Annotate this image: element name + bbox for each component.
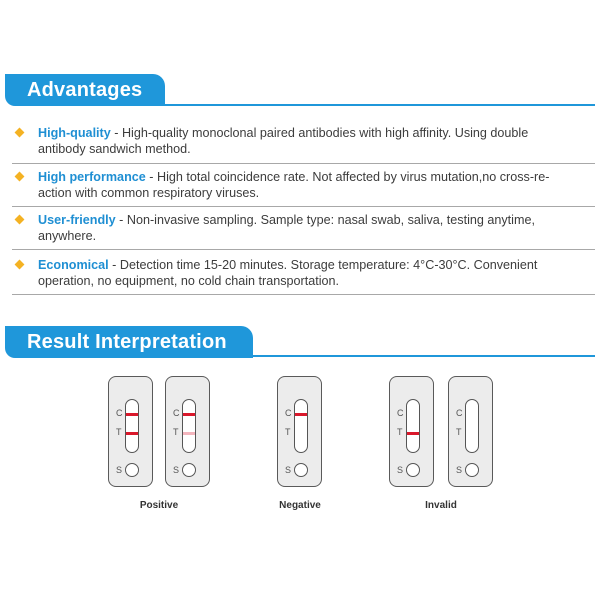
- sample-label: S: [116, 465, 123, 475]
- advantage-title: Economical: [38, 258, 109, 272]
- advantages-heading-tab: Advantages: [5, 74, 165, 106]
- sample-label: S: [456, 465, 463, 475]
- control-label: C: [285, 408, 292, 418]
- advantage-description-cont: operation, no equipment, no cold chain t…: [38, 274, 340, 288]
- result-window: [182, 399, 196, 453]
- control-label: C: [397, 408, 404, 418]
- diamond-bullet-icon: [14, 214, 25, 225]
- test-line: [126, 432, 138, 435]
- divider: [12, 249, 595, 250]
- test-cassette-invalid-1: C T S: [389, 376, 434, 487]
- result-window: [465, 399, 479, 453]
- sample-label: S: [173, 465, 180, 475]
- diamond-bullet-icon: [14, 259, 25, 270]
- advantage-description-cont: antibody sandwich method.: [38, 142, 191, 156]
- test-label: T: [397, 427, 403, 437]
- advantage-description: - Non-invasive sampling. Sample type: na…: [115, 213, 535, 227]
- advantage-description: - High total coincidence rate. Not affec…: [145, 170, 550, 184]
- test-line: [183, 432, 195, 435]
- control-line: [126, 413, 138, 416]
- diamond-bullet-icon: [14, 127, 25, 138]
- advantage-description-cont: anywhere.: [38, 229, 97, 243]
- control-label: C: [456, 408, 463, 418]
- sample-well-icon: [125, 463, 139, 477]
- divider: [12, 294, 595, 295]
- divider: [12, 163, 595, 164]
- test-line: [407, 432, 419, 435]
- sample-well-icon: [182, 463, 196, 477]
- result-window: [125, 399, 139, 453]
- advantages-heading: Advantages: [27, 79, 143, 101]
- control-line: [183, 413, 195, 416]
- sample-well-icon: [406, 463, 420, 477]
- advantage-item-user-friendly: User-friendly - Non-invasive sampling. S…: [38, 212, 598, 244]
- result-label-invalid: Invalid: [425, 500, 457, 511]
- control-label: C: [173, 408, 180, 418]
- advantage-description-cont: action with common respiratory viruses.: [38, 186, 260, 200]
- result-label-positive: Positive: [139, 500, 179, 511]
- divider: [12, 206, 595, 207]
- test-label: T: [116, 427, 122, 437]
- advantage-title: High performance: [38, 170, 146, 184]
- test-label: T: [285, 427, 291, 437]
- advantage-title: User-friendly: [38, 213, 116, 227]
- test-cassette-negative: C T S: [277, 376, 322, 487]
- sample-label: S: [397, 465, 404, 475]
- sample-well-icon: [294, 463, 308, 477]
- test-label: T: [456, 427, 462, 437]
- advantage-title: High-quality: [38, 126, 111, 140]
- result-window: [294, 399, 308, 453]
- advantage-item-high-performance: High performance - High total coincidenc…: [38, 169, 598, 201]
- test-label: T: [173, 427, 179, 437]
- results-heading: Result Interpretation: [27, 331, 227, 353]
- diamond-bullet-icon: [14, 171, 25, 182]
- result-window: [406, 399, 420, 453]
- advantage-item-economical: Economical - Detection time 15-20 minute…: [38, 257, 598, 289]
- advantages-heading-rule: [165, 104, 595, 106]
- sample-well-icon: [465, 463, 479, 477]
- test-cassette-positive-1: C T S: [108, 376, 153, 487]
- sample-label: S: [285, 465, 292, 475]
- result-label-negative: Negative: [279, 500, 321, 511]
- control-line: [295, 413, 307, 416]
- test-cassette-invalid-2: C T S: [448, 376, 493, 487]
- advantage-description: - High-quality monoclonal paired antibod…: [110, 126, 529, 140]
- test-cassette-positive-2: C T S: [165, 376, 210, 487]
- advantage-description: - Detection time 15-20 minutes. Storage …: [108, 258, 538, 272]
- advantage-item-high-quality: High-quality - High-quality monoclonal p…: [38, 125, 598, 157]
- control-label: C: [116, 408, 123, 418]
- results-heading-tab: Result Interpretation: [5, 326, 253, 358]
- results-heading-rule: [253, 355, 595, 357]
